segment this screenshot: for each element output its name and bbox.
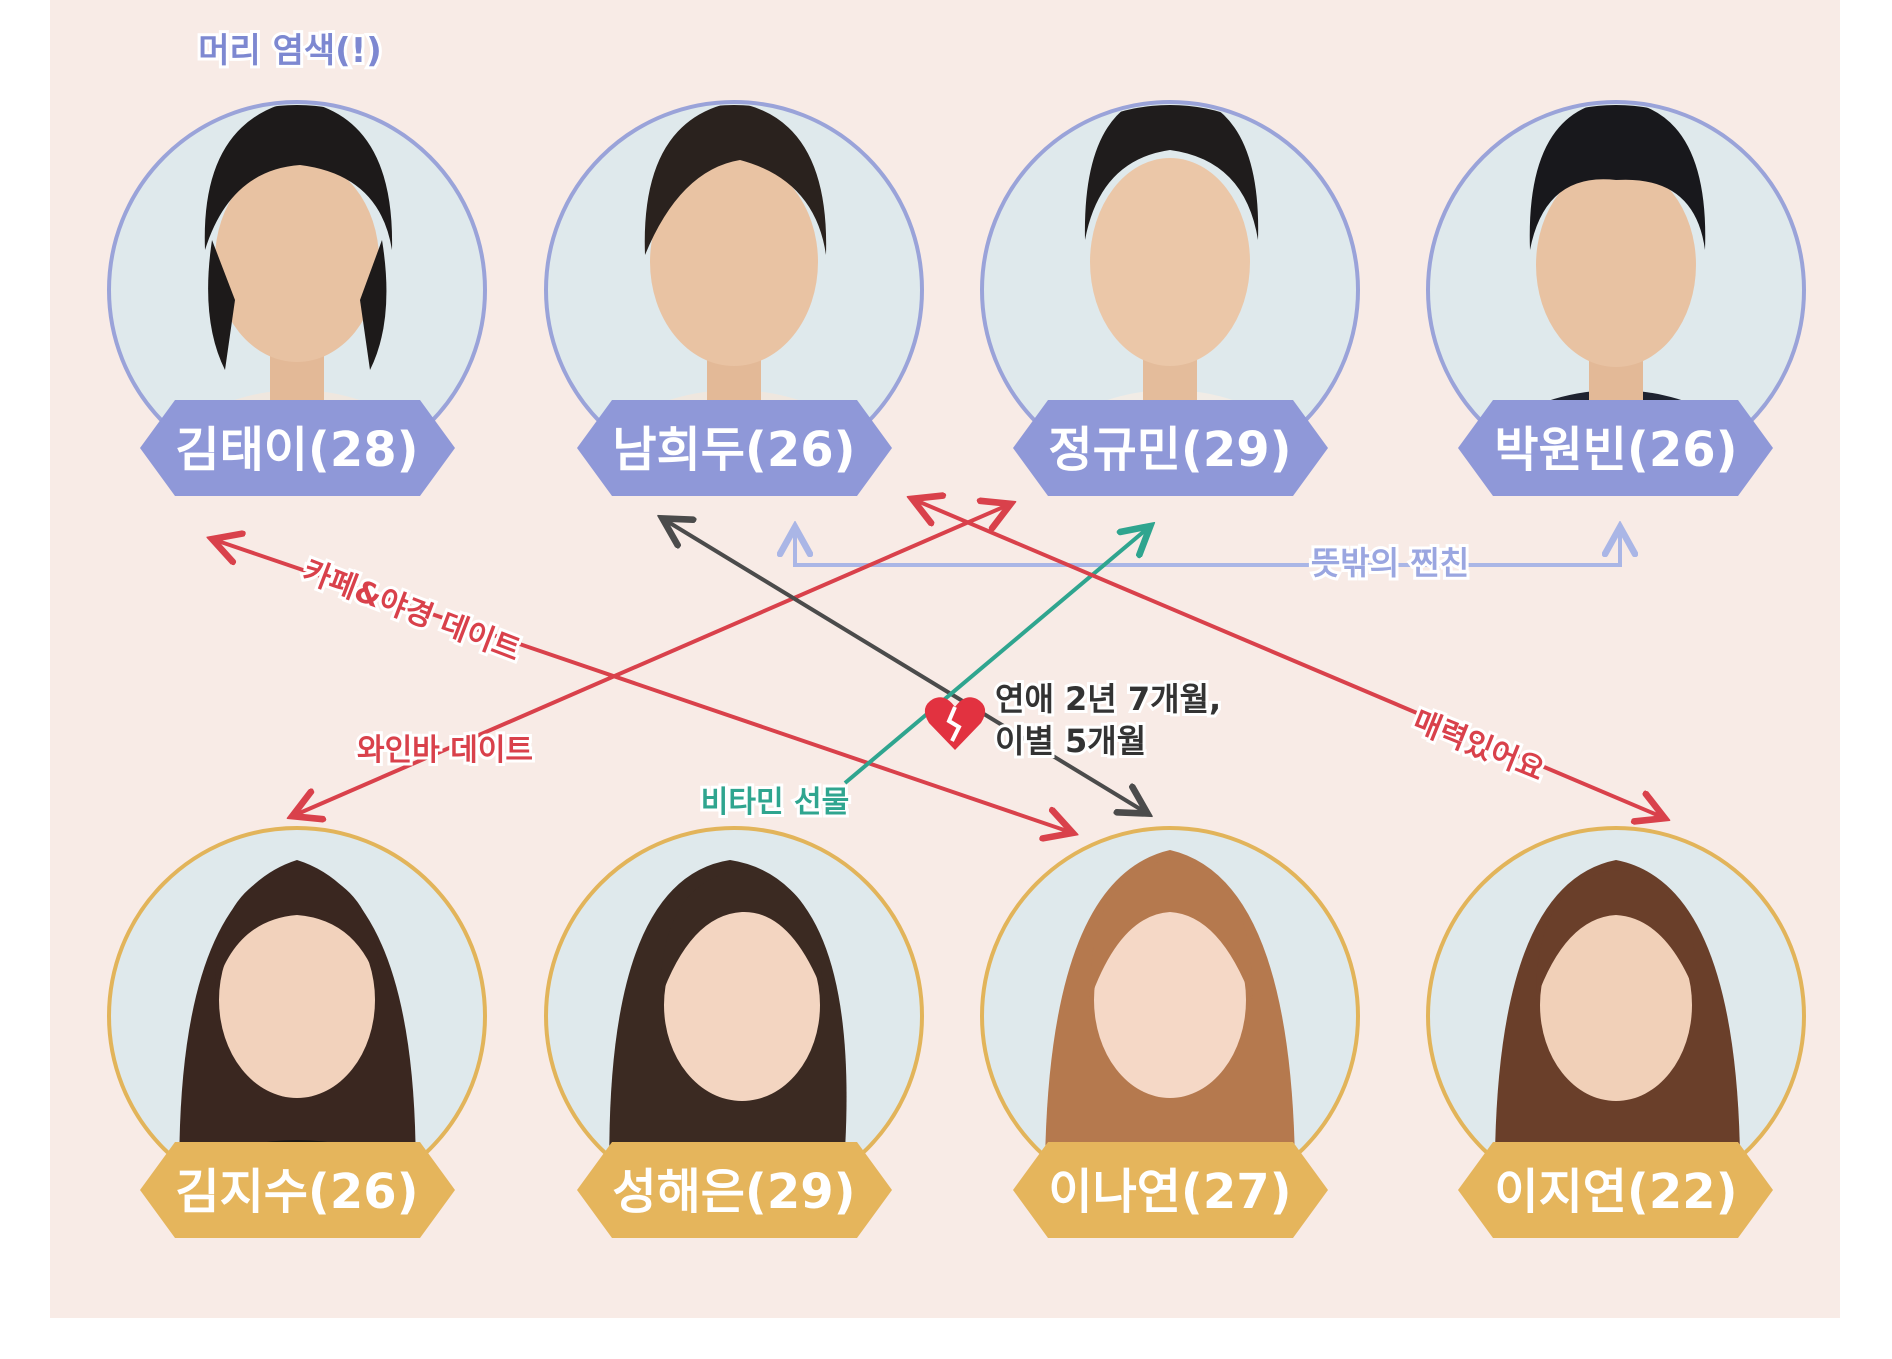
member-name: 박원빈(26) — [1494, 422, 1737, 478]
name-badge — [1013, 1142, 1328, 1238]
name-badge — [140, 1142, 455, 1238]
relation-label-r6: 뜻밖의 찐친 — [1311, 544, 1469, 582]
name-badge — [577, 400, 892, 496]
name-badge — [577, 1142, 892, 1238]
male-member-card: 박원빈(26) — [1426, 100, 1806, 496]
relation-arrow-m2-w4 — [915, 500, 1662, 817]
member-name: 정규민(29) — [1048, 422, 1291, 478]
relation-label-r2: 와인바 데이트 — [357, 733, 533, 768]
name-badge — [1013, 400, 1328, 496]
male-member-card: 남희두(26) — [544, 100, 924, 496]
member-name: 성해은(29) — [612, 1164, 855, 1220]
female-member-card: 성해은(29) — [544, 826, 924, 1238]
relation-label-r4: 비타민 선물 — [701, 785, 849, 820]
female-member-card: 이지연(22) — [1426, 826, 1806, 1238]
name-badge — [1458, 400, 1773, 496]
member-name: 김태이(28) — [175, 422, 418, 478]
breakup-note: 연애 2년 7개월, 이별 5개월 — [924, 677, 1224, 763]
female-member-card: 김지수(26) — [107, 826, 487, 1238]
male-member-card: 정규민(29) — [980, 100, 1360, 496]
female-member-card: 이나연(27) — [980, 826, 1360, 1238]
name-badge — [140, 400, 455, 496]
name-badge — [1458, 1142, 1773, 1238]
header-note: 머리 염색(!) — [198, 31, 382, 71]
member-name: 남희두(26) — [612, 422, 855, 478]
relationship-arrows — [215, 500, 1662, 832]
member-name: 이나연(27) — [1048, 1164, 1291, 1220]
breakup-note-line1: 연애 2년 7개월, — [995, 680, 1221, 718]
member-name: 이지연(22) — [1494, 1164, 1737, 1220]
broken-heart-icon — [924, 697, 986, 750]
breakup-note-line2: 이별 5개월 — [995, 722, 1146, 760]
member-name: 김지수(26) — [175, 1164, 418, 1220]
male-member-card: 김태이(28) — [107, 100, 487, 496]
